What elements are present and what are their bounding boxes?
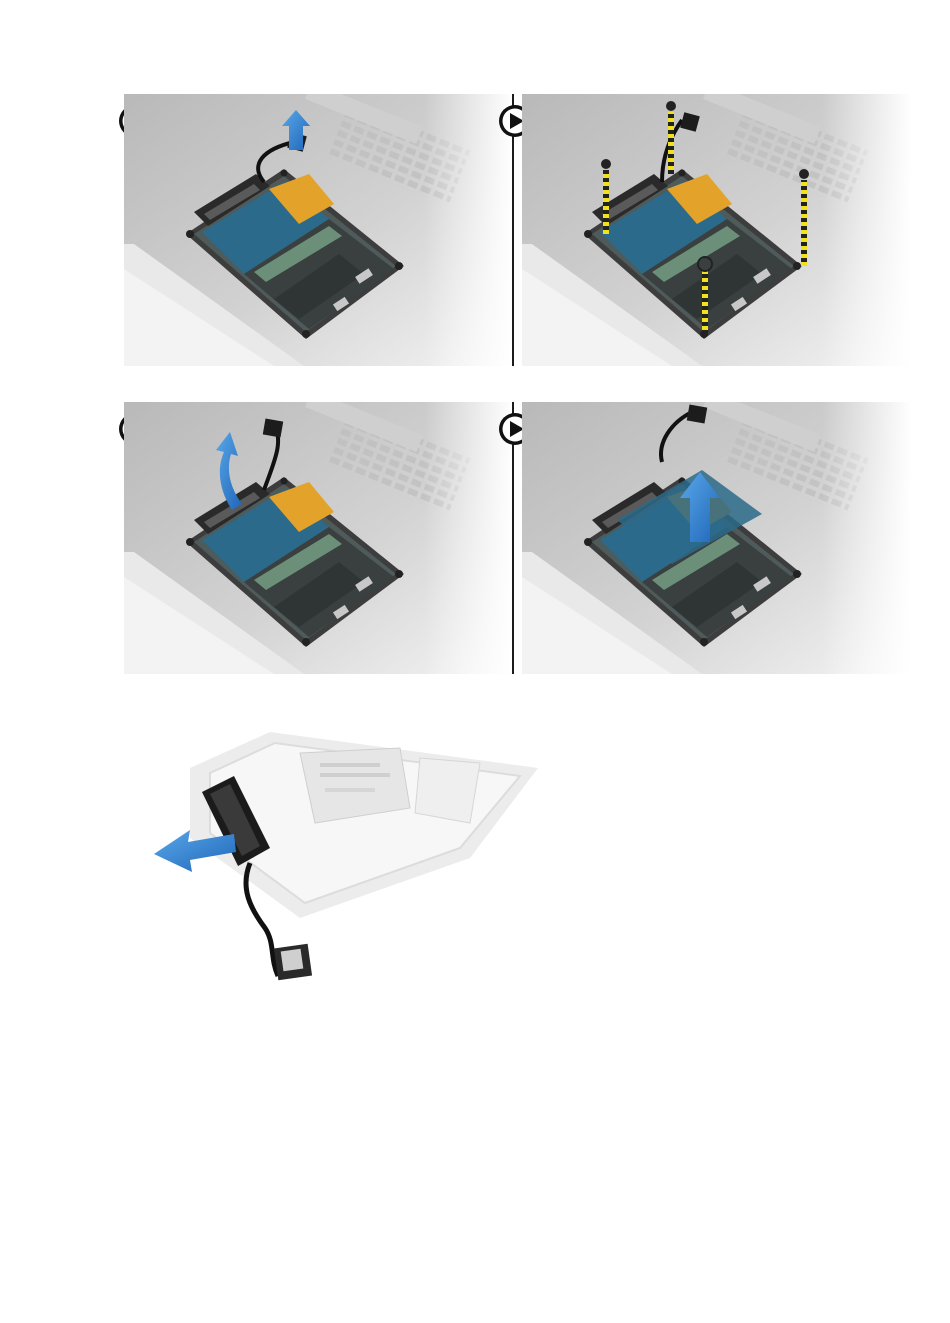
step-3-illustration [124, 402, 514, 674]
step-1-illustration [124, 94, 514, 366]
step-5-illustration [150, 728, 540, 990]
step-2-illustration [522, 94, 912, 366]
step-4-illustration [522, 402, 912, 674]
